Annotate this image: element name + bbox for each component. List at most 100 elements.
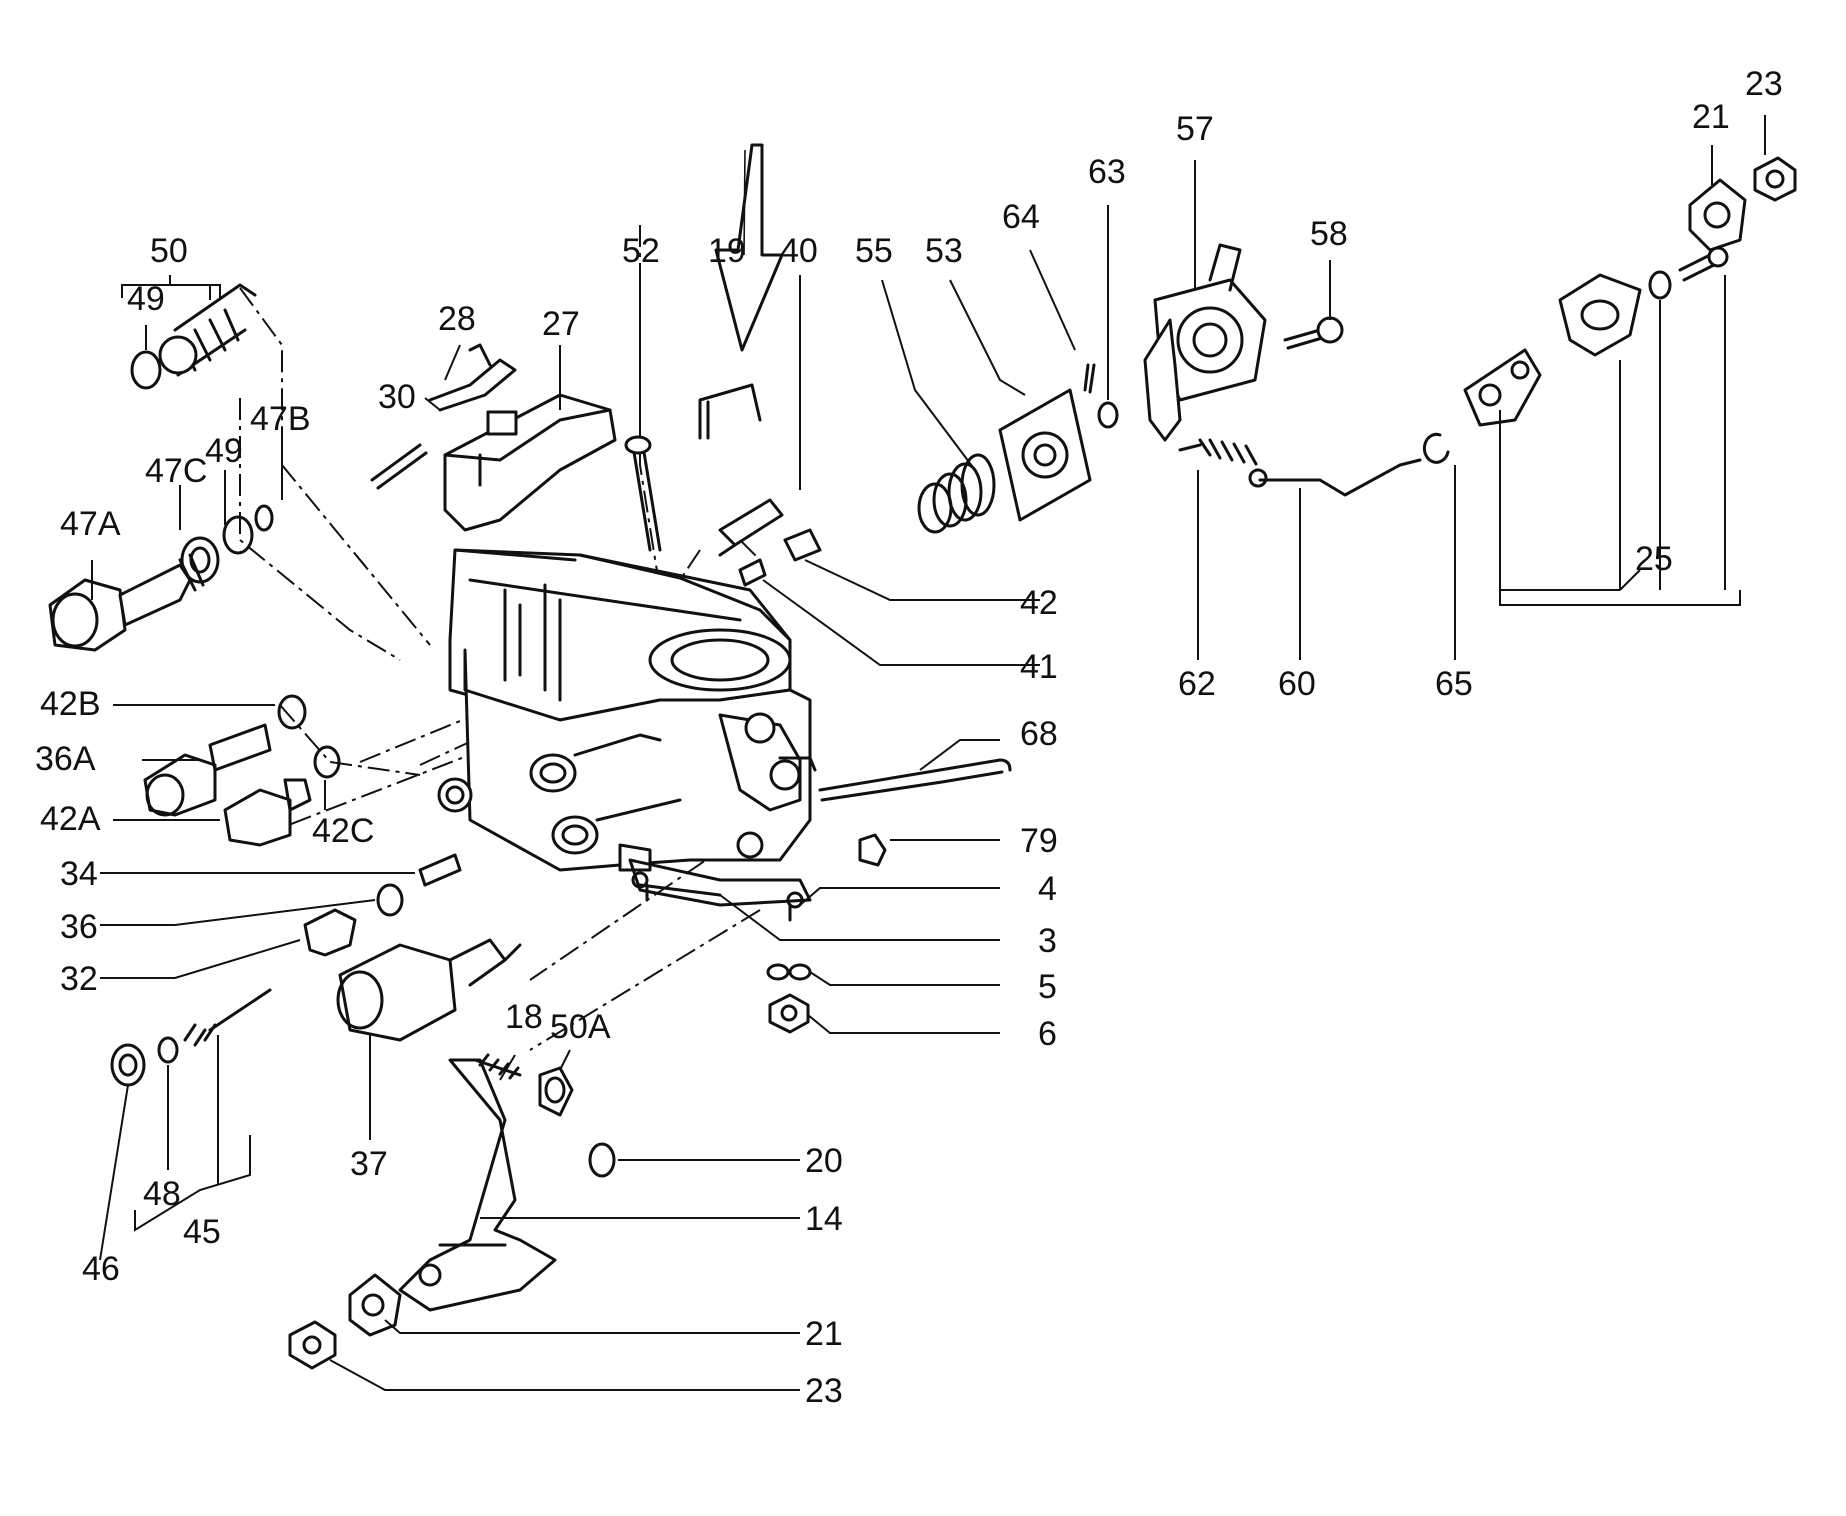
nut-6 xyxy=(768,993,810,1034)
oring-49-top xyxy=(130,350,162,390)
callout-49: 49 xyxy=(127,280,165,318)
callout-23-bottom: 23 xyxy=(805,1372,843,1410)
callout-14: 14 xyxy=(805,1200,843,1238)
washer-42c xyxy=(313,745,341,779)
jet-40 xyxy=(718,498,784,557)
solenoid-37 xyxy=(336,938,522,1042)
screw-58 xyxy=(1283,316,1344,350)
callout-labels: 50 49 28 27 30 52 19 40 55 53 64 63 57 5… xyxy=(35,65,1783,1410)
cap-46 xyxy=(110,1043,146,1087)
indicator-arrow xyxy=(714,143,784,352)
callout-25: 25 xyxy=(1635,540,1673,578)
callout-27: 27 xyxy=(542,305,580,343)
hose-68 xyxy=(818,758,1012,802)
callout-57: 57 xyxy=(1176,110,1214,148)
lockwasher-21-bottom xyxy=(348,1273,402,1337)
callout-46: 46 xyxy=(82,1250,120,1288)
clip-65 xyxy=(1422,432,1450,464)
lockwasher-21-top xyxy=(1688,178,1747,252)
callout-28: 28 xyxy=(438,300,476,338)
callout-68: 68 xyxy=(1020,715,1058,753)
nut-23-bottom xyxy=(288,1320,337,1370)
cap-79 xyxy=(858,833,887,867)
callout-58: 58 xyxy=(1310,215,1348,253)
callout-55: 55 xyxy=(855,232,893,270)
callout-21-top: 21 xyxy=(1692,98,1730,136)
float-27 xyxy=(443,393,617,532)
callout-37: 37 xyxy=(350,1145,388,1183)
callout-62: 62 xyxy=(1178,665,1216,703)
cotter-pin-64 xyxy=(1083,363,1096,394)
callout-41: 41 xyxy=(1020,648,1058,686)
oring-49 xyxy=(222,515,254,555)
callout-36a: 36A xyxy=(35,740,96,778)
callout-64: 64 xyxy=(1002,198,1040,236)
callout-42a: 42A xyxy=(40,800,101,838)
jet-34 xyxy=(418,853,462,887)
callout-49b: 49 xyxy=(205,432,243,470)
callout-42: 42 xyxy=(1020,584,1058,622)
callout-50a: 50A xyxy=(550,1008,611,1046)
washer-36 xyxy=(376,883,404,917)
callout-6: 6 xyxy=(1038,1015,1057,1053)
lever-25-plate xyxy=(1463,348,1542,427)
spring-55 xyxy=(917,453,996,534)
callout-60: 60 xyxy=(1278,665,1316,703)
callout-45: 45 xyxy=(183,1213,221,1251)
diaphragm-53 xyxy=(998,388,1092,522)
callout-21-bottom: 21 xyxy=(805,1315,843,1353)
plug-32 xyxy=(303,908,357,957)
callout-3: 3 xyxy=(1038,922,1057,960)
bracket-19 xyxy=(698,383,762,440)
callout-42c: 42C xyxy=(312,812,374,850)
callout-47b: 47B xyxy=(250,400,311,438)
callout-4: 4 xyxy=(1038,870,1057,908)
washer-47b xyxy=(254,504,274,532)
screw-25 xyxy=(1678,246,1729,282)
clip-28 xyxy=(428,343,517,412)
pump-cover-57 xyxy=(1143,243,1267,442)
plug-42 xyxy=(783,528,822,562)
washer-47c xyxy=(180,536,220,584)
rod-60 xyxy=(1248,458,1422,497)
callout-47c: 47C xyxy=(145,452,207,490)
washer-5 xyxy=(766,963,812,981)
callout-50: 50 xyxy=(150,232,188,270)
callout-20: 20 xyxy=(805,1142,843,1180)
spring-62 xyxy=(1178,438,1258,466)
jet-41 xyxy=(738,558,767,587)
callout-47a: 47A xyxy=(60,505,121,543)
valve-47a xyxy=(48,553,205,652)
callout-52: 52 xyxy=(622,232,660,270)
callout-36: 36 xyxy=(60,908,98,946)
oring-20 xyxy=(588,1142,616,1178)
callout-65: 65 xyxy=(1435,665,1473,703)
callout-5: 5 xyxy=(1038,968,1057,1006)
callout-48: 48 xyxy=(143,1175,181,1213)
oring-48 xyxy=(157,1036,179,1064)
washer-63 xyxy=(1097,401,1119,429)
callout-32: 32 xyxy=(60,960,98,998)
throttle-lever-14 xyxy=(398,1058,557,1312)
tube-52 xyxy=(624,435,662,552)
leader-lines xyxy=(91,115,1766,1391)
cam-25 xyxy=(1558,273,1642,357)
gasket-3 xyxy=(638,883,722,897)
callout-30: 30 xyxy=(378,378,416,416)
callout-19: 19 xyxy=(708,232,746,270)
nut-23-top xyxy=(1753,156,1797,202)
callout-53: 53 xyxy=(925,232,963,270)
bushing-50a xyxy=(538,1066,574,1117)
callout-23-top: 23 xyxy=(1745,65,1783,103)
screw-50 xyxy=(158,283,257,377)
callout-18: 18 xyxy=(505,998,543,1036)
pin-30 xyxy=(370,443,428,490)
callout-42b: 42B xyxy=(40,685,101,723)
carburetor-body xyxy=(437,548,817,922)
needle-45 xyxy=(183,988,272,1047)
callout-40: 40 xyxy=(780,232,818,270)
washer-42b xyxy=(277,694,307,730)
callout-79: 79 xyxy=(1020,822,1058,860)
callout-63: 63 xyxy=(1088,153,1126,191)
